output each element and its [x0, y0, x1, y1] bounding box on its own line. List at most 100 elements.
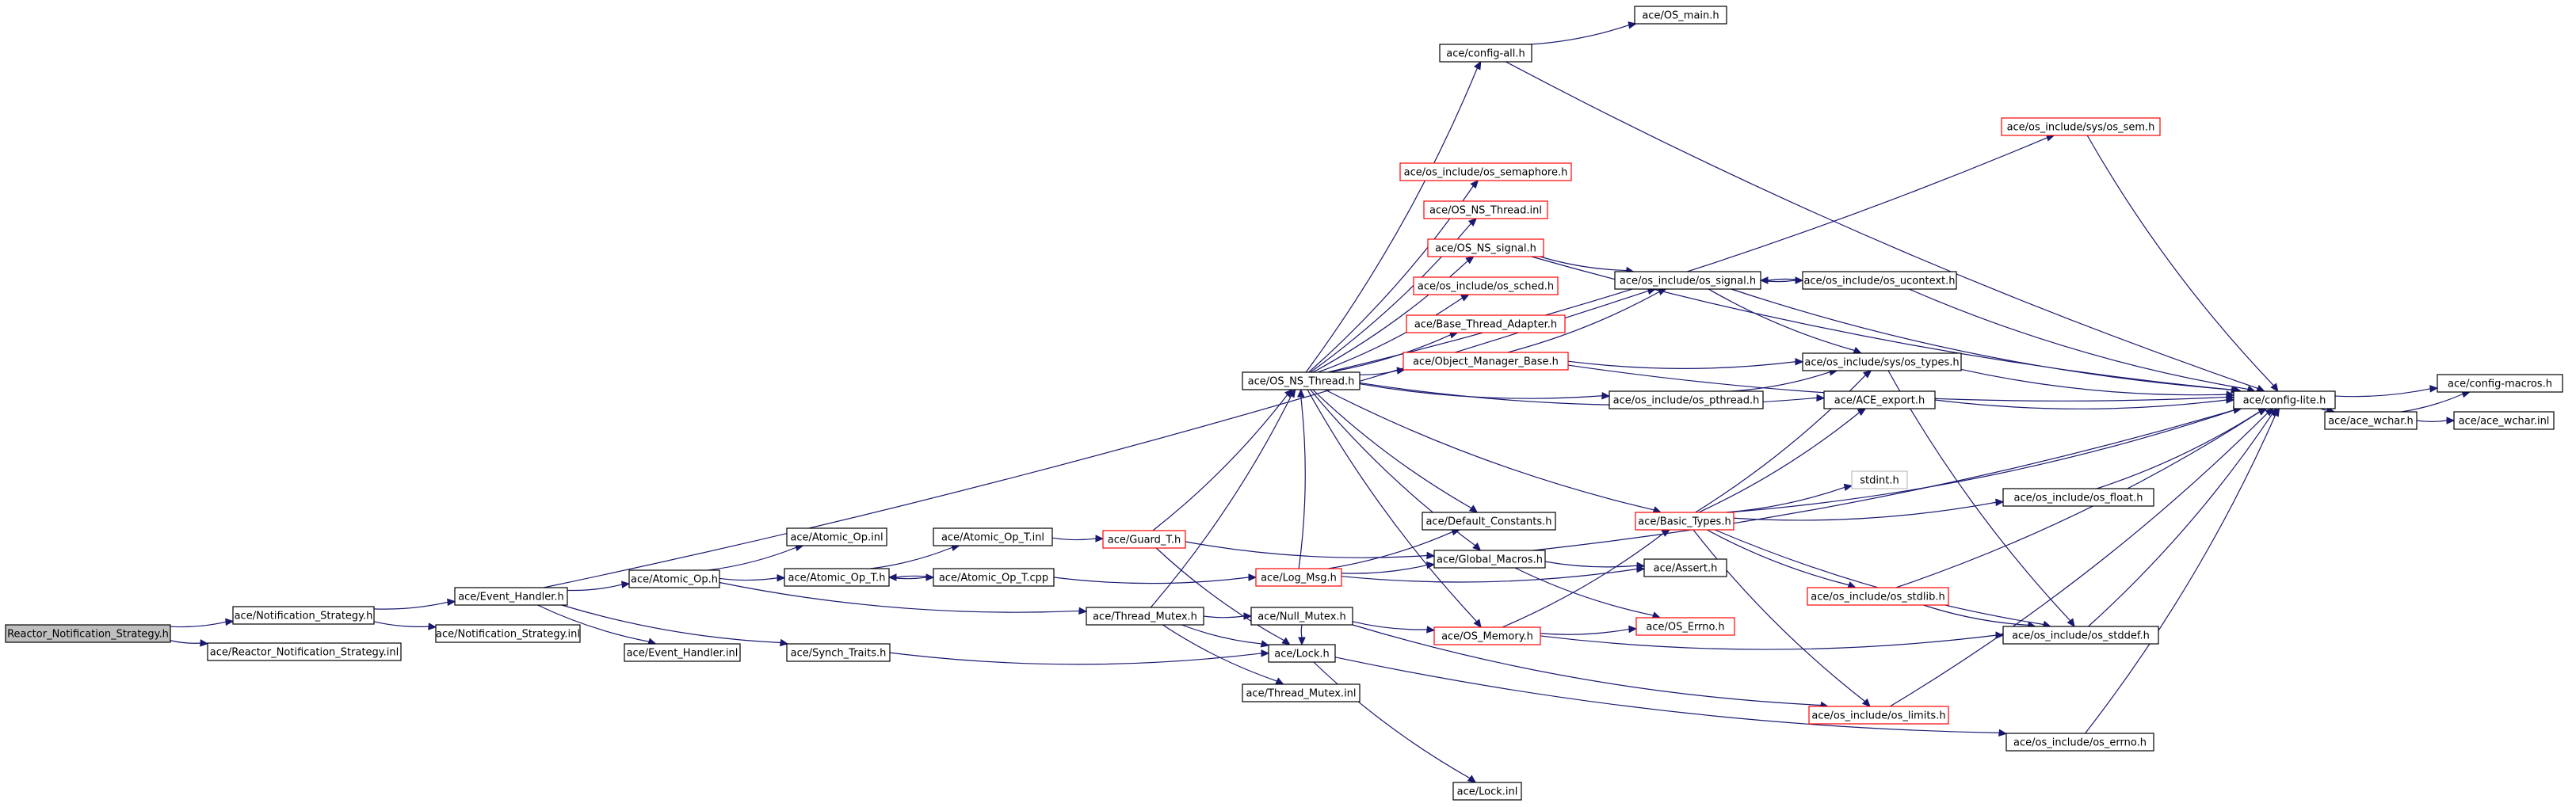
node-label: ace/Atomic_Op.h — [631, 574, 718, 586]
edge-basic_types_h-to-config_lite_h — [1727, 409, 2234, 513]
node-box — [1634, 6, 1727, 25]
edge-guard_t_h-to-lock_h — [1155, 547, 1284, 641]
node-box — [1823, 390, 1936, 409]
node-ace-wchar-h[interactable]: ace/ace_wchar.h — [2324, 411, 2418, 430]
arrowhead-icon — [1298, 637, 1306, 646]
arrowhead-icon — [1095, 535, 1105, 542]
node-box — [1423, 200, 1548, 219]
edge-notif_strat_h-to-event_handler_h — [373, 601, 448, 610]
node-default-constants-h[interactable]: ace/Default_Constants.h — [1422, 512, 1556, 531]
node-null-mutex-h[interactable]: ace/Null_Mutex.h — [1250, 607, 1353, 626]
arrowhead-icon — [1861, 698, 1871, 707]
node-lock-inl[interactable]: ace/Lock.inl — [1452, 782, 1522, 801]
node-label: ace/ace_wchar.inl — [2459, 416, 2550, 428]
node-label: ace/OS_NS_Thread.inl — [1429, 205, 1542, 217]
node-label: ace/Notification_Strategy.h — [235, 611, 373, 622]
node-os-pthread-h[interactable]: ace/os_include/os_pthread.h — [1609, 390, 1764, 409]
node-stdint-h[interactable]: stdint.h — [1851, 470, 1908, 489]
node-config-lite-h[interactable]: ace/config-lite.h — [2233, 390, 2336, 409]
node-ace-wchar-inl[interactable]: ace/ace_wchar.inl — [2453, 411, 2555, 430]
node-os-main-h[interactable]: ace/OS_main.h — [1634, 6, 1727, 25]
node-label: ace/os_include/os_pthread.h — [1613, 395, 1760, 407]
edge-log_msg_h-to-default_constants_h — [1328, 531, 1453, 569]
node-config-all-h[interactable]: ace/config-all.h — [1439, 44, 1532, 63]
node-log-msg-h[interactable]: ace/Log_Msg.h — [1255, 568, 1342, 587]
node-lock-h[interactable]: ace/Lock.h — [1268, 644, 1336, 663]
node-label: ace/config-all.h — [1446, 48, 1525, 60]
arrowhead-icon — [2446, 417, 2456, 424]
node-notif-strat-inl[interactable]: ace/Notification_Strategy.inl — [435, 624, 581, 643]
arrowhead-icon — [1628, 625, 1638, 634]
node-label: Reactor_Notification_Strategy.h — [7, 629, 169, 641]
node-os-sys-types-h[interactable]: ace/os_include/sys/os_types.h — [1802, 352, 1962, 371]
node-label: ace/Reactor_Notification_Strategy.inl — [210, 647, 399, 659]
edge-event_handler_h-to-synch_traits_h — [561, 604, 781, 644]
node-object-manager-base-h[interactable]: ace/Object_Manager_Base.h — [1402, 352, 1569, 371]
node-box — [1635, 617, 1735, 636]
node-config-macros-h[interactable]: ace/config-macros.h — [2437, 374, 2563, 393]
edge-os_memory_h-to-basic_types_h — [1502, 533, 1664, 628]
node-box — [232, 606, 375, 625]
edge-atomic_op_h-to-atomic_op_t_h — [719, 577, 778, 581]
node-os-errno-h[interactable]: ace/os_include/os_errno.h — [2005, 733, 2154, 752]
edge-global_macros_h-to-config_lite_h — [1532, 409, 2234, 551]
node-assert-h[interactable]: ace/Assert.h — [1643, 558, 1727, 577]
node-thread-mutex-inl[interactable]: ace/Thread_Mutex.inl — [1242, 683, 1361, 702]
node-box — [1422, 512, 1556, 531]
node-label: ace/os_include/os_stddef.h — [2012, 630, 2150, 642]
node-box — [1399, 162, 1572, 181]
node-atomic-op-t-cpp[interactable]: ace/Atomic_Op_T.cpp — [933, 568, 1055, 587]
node-os-sched-h[interactable]: ace/os_include/os_sched.h — [1413, 276, 1559, 295]
arrowhead-icon — [1243, 612, 1253, 620]
node-ace-export-h[interactable]: ace/ACE_export.h — [1823, 390, 1936, 409]
node-thread-mutex-h[interactable]: ace/Thread_Mutex.h — [1086, 607, 1204, 626]
node-os-ns-thread-h[interactable]: ace/OS_NS_Thread.h — [1242, 371, 1361, 390]
node-label: ace/os_include/os_signal.h — [1620, 276, 1756, 287]
edge-atomic_op_t_inl-to-guard_t_h — [1051, 537, 1097, 541]
node-label: ace/os_include/os_errno.h — [2013, 737, 2147, 749]
node-label: ace/ACE_export.h — [1834, 395, 1925, 407]
edge-config_lite_h-to-config_macros_h — [2334, 388, 2431, 398]
node-guard-t-h[interactable]: ace/Guard_T.h — [1102, 530, 1186, 549]
node-base-thread-adapter-h[interactable]: ace/Base_Thread_Adapter.h — [1406, 314, 1566, 333]
node-os-sys-sem-h[interactable]: ace/os_include/sys/os_sem.h — [2001, 117, 2161, 136]
node-label: ace/Base_Thread_Adapter.h — [1414, 319, 1557, 331]
node-event-handler-h[interactable]: ace/Event_Handler.h — [454, 587, 568, 606]
node-os-ns-signal-h[interactable]: ace/OS_NS_signal.h — [1427, 238, 1544, 257]
arrowhead-icon — [2226, 396, 2235, 404]
node-atomic-op-inl[interactable]: ace/Atomic_Op.inl — [786, 527, 887, 546]
edge-os_limits_h-to-config_lite_h — [1889, 413, 2269, 707]
node-label: ace/config-macros.h — [2448, 379, 2552, 390]
node-label: ace/Event_Handler.inl — [627, 648, 738, 660]
node-os-stdlib-h[interactable]: ace/os_include/os_stdlib.h — [1807, 587, 1949, 606]
node-synch-traits-h[interactable]: ace/Synch_Traits.h — [786, 643, 891, 662]
node-os-memory-h[interactable]: ace/OS_Memory.h — [1433, 626, 1541, 645]
edge-os_ns_signal_h-to-os_signal_h — [1540, 256, 1627, 272]
arrowhead-icon — [225, 618, 235, 626]
node-atomic-op-t-h[interactable]: ace/Atomic_Op_T.h — [784, 568, 890, 587]
node-box — [1406, 314, 1566, 333]
node-reactor-notif-inl[interactable]: ace/Reactor_Notification_Strategy.inl — [207, 642, 402, 661]
node-os-ns-thread-inl[interactable]: ace/OS_NS_Thread.inl — [1423, 200, 1548, 219]
node-event-handler-inl[interactable]: ace/Event_Handler.inl — [624, 643, 741, 662]
node-os-errno-h-upper[interactable]: ace/OS_Errno.h — [1635, 617, 1735, 636]
node-root[interactable]: Reactor_Notification_Strategy.h — [5, 624, 171, 643]
node-atomic-op-t-inl[interactable]: ace/Atomic_Op_T.inl — [933, 527, 1053, 546]
node-label: ace/Null_Mutex.h — [1257, 611, 1346, 623]
node-os-ucontext-h[interactable]: ace/os_include/os_ucontext.h — [1802, 271, 1957, 290]
arrowhead-icon — [1636, 561, 1646, 570]
node-os-float-h[interactable]: ace/os_include/os_float.h — [2002, 488, 2154, 507]
edge-lock_h-to-os_errno_h — [1334, 657, 2000, 733]
arrowhead-icon — [2067, 618, 2075, 627]
node-os-stddef-h[interactable]: ace/os_include/os_stddef.h — [2002, 626, 2159, 645]
node-basic-types-h[interactable]: ace/Basic_Types.h — [1635, 512, 1735, 531]
node-os-limits-h[interactable]: ace/os_include/os_limits.h — [1808, 706, 1949, 725]
node-notif-strat-h[interactable]: ace/Notification_Strategy.h — [232, 606, 375, 625]
node-os-semaphore-h[interactable]: ace/os_include/os_semaphore.h — [1399, 162, 1572, 181]
node-os-signal-h[interactable]: ace/os_include/os_signal.h — [1614, 271, 1761, 290]
node-box — [1439, 44, 1532, 63]
edge-os_ns_thread_h-to-os_sys_sem_h — [1327, 137, 2047, 373]
node-global-macros-h[interactable]: ace/Global_Macros.h — [1433, 550, 1546, 569]
arrowhead-icon — [1296, 388, 1305, 398]
node-atomic-op-h[interactable]: ace/Atomic_Op.h — [628, 569, 720, 588]
